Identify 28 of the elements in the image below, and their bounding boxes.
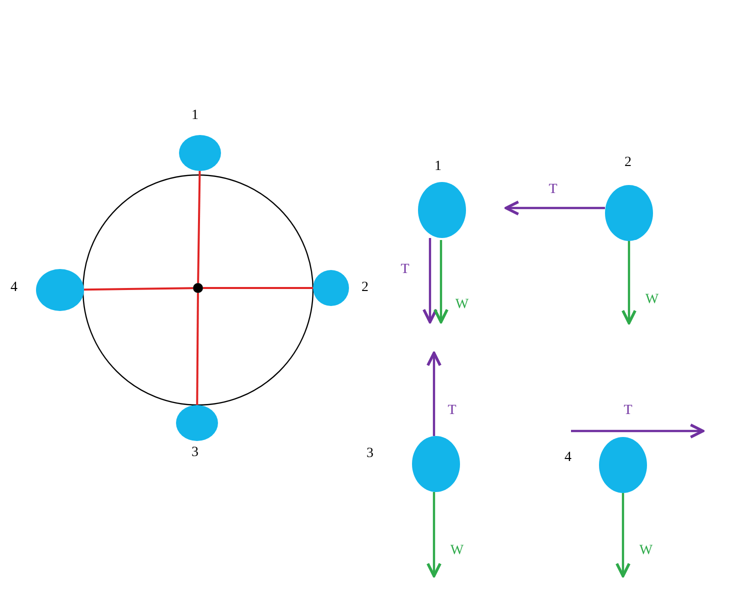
mass-ball (418, 182, 466, 238)
string-line (197, 170, 201, 284)
position-number: 1 (192, 109, 198, 123)
mass-ball (179, 135, 221, 171)
position-number: 4 (564, 451, 572, 465)
mass-ball (313, 270, 349, 306)
string-line (196, 292, 199, 405)
force-label: T (448, 404, 456, 418)
position-number: 1 (434, 160, 442, 174)
string-line (203, 287, 313, 289)
mass-ball (36, 269, 84, 311)
string-line (84, 287, 194, 291)
force-label: W (455, 298, 469, 312)
force-label: T (400, 263, 410, 277)
pivot-dot (193, 283, 203, 293)
force-label: W (645, 293, 659, 307)
mass-ball (605, 185, 653, 241)
mass-ball (412, 436, 460, 492)
force-label: T (624, 404, 632, 418)
force-label: W (450, 544, 464, 558)
position-number: 3 (366, 447, 374, 461)
position-number: 4 (10, 281, 18, 295)
position-number: 2 (362, 281, 368, 295)
position-number: 2 (624, 156, 632, 170)
force-label: W (639, 544, 653, 558)
mass-ball (176, 405, 218, 441)
position-number: 3 (192, 446, 198, 460)
force-label: T (548, 183, 558, 197)
